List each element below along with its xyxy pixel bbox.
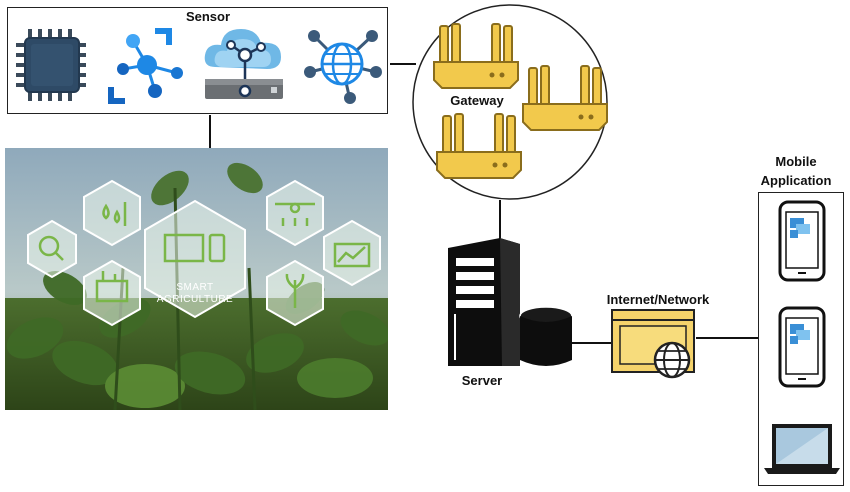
scene-label-smart: SMART xyxy=(176,282,214,293)
router-icon xyxy=(522,65,608,131)
smart-agriculture-scene xyxy=(5,148,388,410)
sensor-title: Sensor xyxy=(185,9,231,24)
mobile-title-line1: Mobile xyxy=(775,154,817,169)
laptop-icon xyxy=(764,424,840,474)
hex-magnifier xyxy=(27,219,77,279)
gateway-title: Gateway xyxy=(450,93,504,108)
router-icon xyxy=(433,23,519,89)
server-title: Server xyxy=(461,373,503,388)
smartphone-icon xyxy=(778,200,826,282)
globe-network-icon xyxy=(304,30,382,104)
mobile-title-line2: Application xyxy=(760,173,832,188)
network-title: Internet/Network xyxy=(606,292,710,307)
server-icon xyxy=(448,238,573,366)
cloud-network-device-icon xyxy=(204,29,283,99)
network-window-globe-icon xyxy=(611,309,695,379)
scene-label-agriculture: AGRICULTURE xyxy=(156,294,234,305)
azure-iot-hub-icon xyxy=(108,28,183,104)
router-icon xyxy=(436,113,522,179)
smartphone-icon xyxy=(778,306,826,388)
cpu-chip-icon xyxy=(16,29,86,101)
